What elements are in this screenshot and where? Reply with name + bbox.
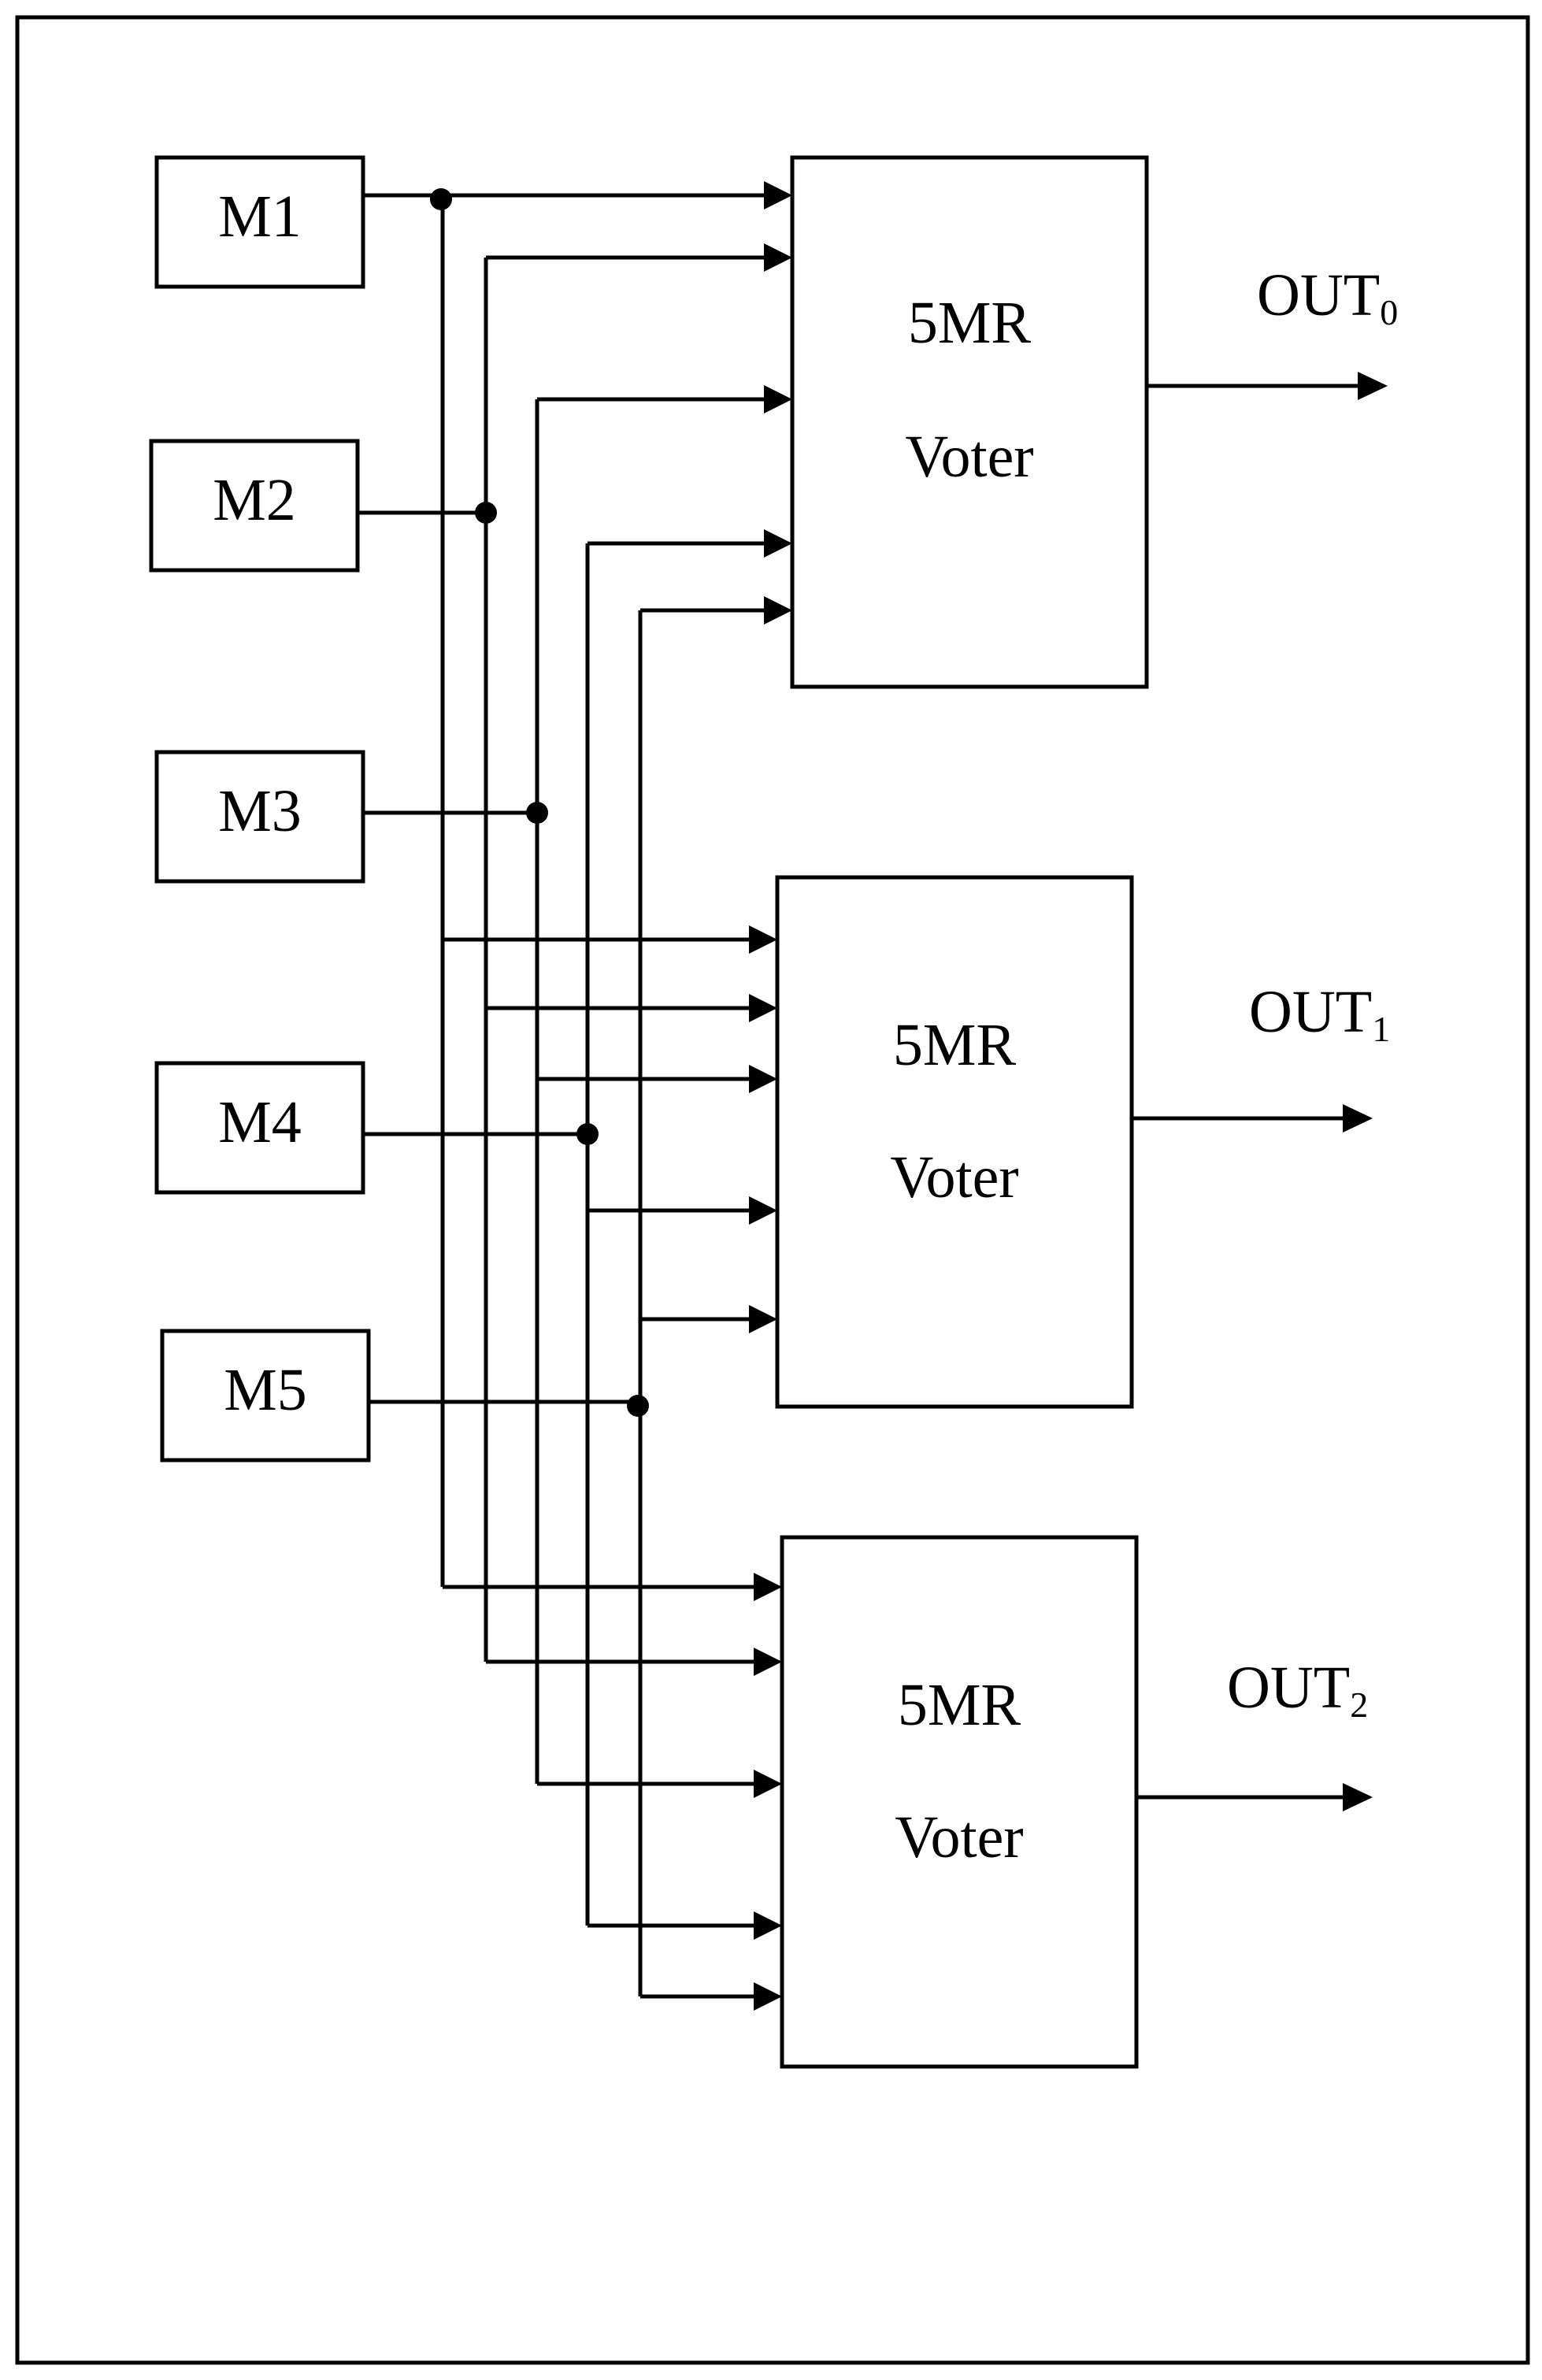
voter-label-line1: 5MR [898, 1672, 1021, 1738]
junction-dot [475, 502, 497, 524]
junction-dot [576, 1123, 599, 1145]
junction-dot [627, 1395, 649, 1417]
module-m1: M1 [154, 155, 365, 289]
voter-2: 5MR Voter [780, 1535, 1139, 2069]
voter-2-output: OUT2 [1136, 1655, 1373, 1811]
output-label: OUT1 [1249, 979, 1390, 1049]
module-m5: M5 [160, 1329, 371, 1462]
bus-lines [440, 195, 643, 1996]
module-m4: M4 [154, 1061, 365, 1195]
module-m2: M2 [149, 439, 360, 573]
output-label: OUT0 [1257, 262, 1398, 332]
voter-2-inputs [443, 1573, 782, 2011]
voter-0-inputs [441, 181, 792, 625]
voter-label-line2: Voter [895, 1804, 1023, 1870]
module-label: M4 [218, 1089, 302, 1155]
voter-1: 5MR Voter [775, 875, 1134, 1409]
voter-label-line2: Voter [905, 424, 1033, 490]
module-label: M5 [224, 1357, 307, 1423]
junction-dot [430, 188, 452, 210]
voter-0-output: OUT0 [1147, 262, 1398, 400]
module-m3: M3 [154, 750, 365, 884]
module-label: M1 [218, 184, 302, 250]
voter-label-line1: 5MR [908, 290, 1032, 356]
module-output-wires [358, 193, 638, 1404]
voter-1-output: OUT1 [1132, 979, 1390, 1133]
module-label: M3 [218, 778, 302, 844]
voter-0: 5MR Voter [790, 155, 1149, 689]
junction-dot [526, 802, 548, 824]
voter-label-line2: Voter [890, 1144, 1018, 1210]
output-label: OUT2 [1227, 1655, 1368, 1725]
voter-label-line1: 5MR [893, 1012, 1017, 1078]
voter-1-inputs [443, 925, 777, 1333]
module-label: M2 [213, 467, 296, 533]
junction-dots [430, 188, 649, 1417]
